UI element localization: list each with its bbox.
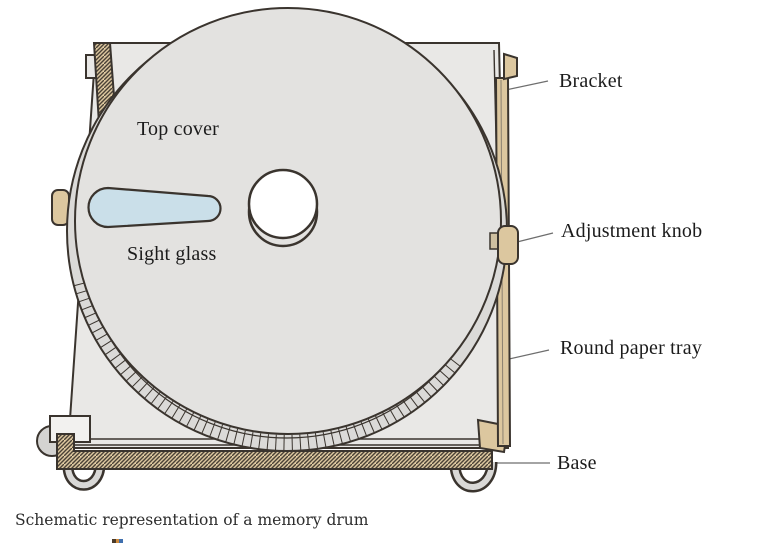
label-round-paper-tray: Round paper tray <box>560 337 703 359</box>
center-hole <box>247 168 319 240</box>
foot-left <box>65 463 103 489</box>
label-top-cover: Top cover <box>137 118 220 140</box>
bracket-top-tab <box>503 52 518 81</box>
cutoff-element <box>112 539 124 543</box>
adjustment-knob <box>497 225 519 265</box>
label-bracket: Bracket <box>559 70 623 92</box>
adjustment-knob-leader-line <box>512 232 554 244</box>
cutoff-segment <box>119 539 124 543</box>
foot-right <box>452 461 495 490</box>
label-sight-glass: Sight glass <box>127 243 217 265</box>
sight-glass <box>87 186 222 229</box>
label-base: Base <box>557 452 597 474</box>
cutoff-segment <box>115 539 120 543</box>
figure-caption: Schematic representation of a memory dru… <box>15 511 369 529</box>
label-adjustment-knob: Adjustment knob <box>561 220 703 242</box>
feet <box>62 461 498 493</box>
cutoff-segment <box>112 539 116 543</box>
base-bar <box>56 433 493 470</box>
